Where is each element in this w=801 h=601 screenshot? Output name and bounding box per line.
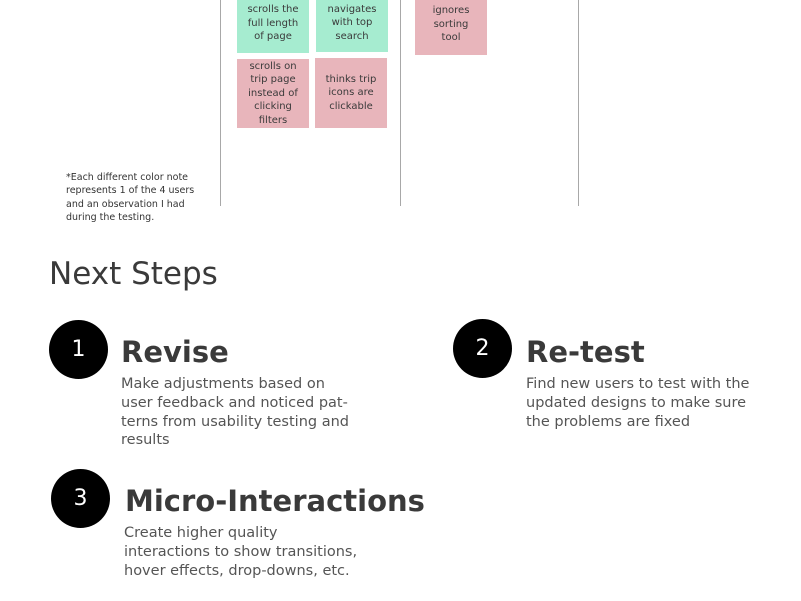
desc-line: hover effects, drop-downs, etc. [124, 562, 350, 579]
note-line: trip page [250, 74, 296, 86]
step-description: Make adjustments based on user feedback … [121, 375, 349, 450]
note-line: ignores sorting [432, 5, 470, 30]
note-line: scrolls on [249, 60, 297, 72]
note-line: scrolls the [247, 4, 299, 16]
note-line: icons are [328, 87, 374, 99]
step-number-badge: 2 [453, 319, 512, 378]
section-title: Next Steps [49, 256, 218, 292]
desc-line: updated designs to make sure [526, 394, 747, 411]
note-line: full length [247, 17, 299, 29]
desc-line: the problems are fixed [526, 413, 691, 430]
note-line: clickable [329, 100, 373, 112]
desc-line: Make adjustments based on [121, 376, 325, 392]
sticky-note: scrolls the full length of page [237, 0, 309, 53]
step-title: Revise [121, 335, 229, 369]
board-divider [400, 0, 401, 206]
color-legend-footnote: *Each different color note represents 1 … [66, 172, 195, 223]
step-number-badge: 1 [49, 320, 108, 379]
board-divider [578, 0, 579, 206]
sticky-note: scrolls on trip page instead of clicking… [237, 59, 309, 128]
step-title: Micro-Interactions [125, 484, 425, 518]
step-description: Create higher quality interactions to sh… [124, 524, 357, 580]
step-number-badge: 3 [51, 469, 110, 528]
note-line: clicking filters [254, 101, 292, 126]
desc-line: terns from usability testing and [121, 413, 349, 430]
desc-line: interactions to show transitions, [124, 543, 358, 560]
note-line: of page [254, 31, 292, 43]
step-description: Find new users to test with the updated … [526, 375, 749, 431]
sticky-note: navigates with top search [316, 0, 388, 52]
desc-line: user feedback and noticed pat- [121, 394, 348, 411]
note-line: with top search [331, 17, 373, 42]
note-line: tool [441, 32, 461, 44]
desc-line: results [121, 432, 170, 449]
desc-line: Find new users to test with the [526, 376, 750, 392]
step-title: Re-test [526, 335, 645, 369]
sticky-note: ignores sorting tool [415, 0, 487, 55]
note-line: instead of [248, 87, 298, 99]
note-line: thinks trip [325, 73, 377, 85]
sticky-note: thinks trip icons are clickable [315, 58, 387, 128]
desc-line: Create higher quality [124, 525, 278, 541]
note-line: navigates [327, 3, 377, 15]
board-divider [220, 0, 221, 206]
